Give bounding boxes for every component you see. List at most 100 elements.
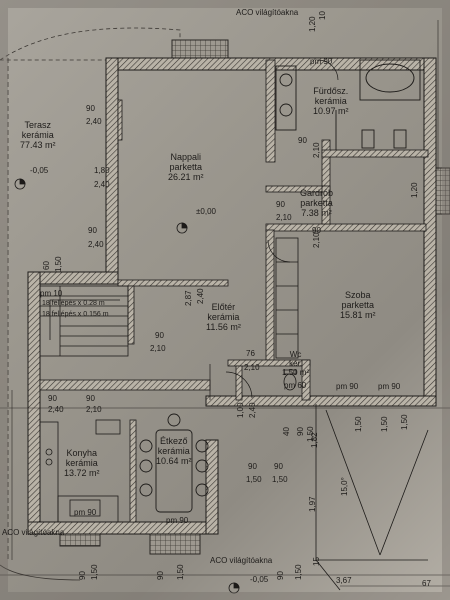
dim: 90 [298, 136, 307, 145]
dim: 60 [42, 261, 51, 270]
room-name: Fürdősz. [313, 86, 349, 96]
room-area: 13.72 m² [64, 468, 100, 478]
room-etkezo: Étkező kerámia 10.64 m² [156, 436, 192, 466]
dim: 90 [86, 394, 95, 403]
room-name: Gardrób [300, 188, 334, 198]
room-area: 1.50 m² [282, 368, 310, 377]
dim: 2,10 [86, 405, 102, 414]
room-name: Szoba [345, 290, 371, 300]
dim: pm 90 [166, 516, 189, 525]
level-center: ±0,00 [196, 207, 216, 216]
dim: pm 90 [336, 382, 359, 391]
room-area: 15.81 m² [340, 310, 376, 320]
aco-label-bottom: ACO világítóakna [210, 556, 273, 565]
dim: pm 10 [40, 289, 63, 298]
room-eloter: Előtér kerámia 11.56 m² [206, 302, 241, 332]
dim: 90 [78, 571, 87, 580]
dining-table [139, 413, 209, 513]
room-area: 77.43 m² [20, 140, 56, 150]
dim: 90 [86, 104, 95, 113]
dim: 1,50 [176, 564, 185, 580]
dim: 1,97 [308, 496, 317, 512]
dim: pm 90 [310, 57, 333, 66]
dim: 90 [276, 571, 285, 580]
dim: 90 [155, 331, 164, 340]
dim: 2,10 [312, 142, 321, 158]
dim: 90 [276, 200, 285, 209]
dim: 1,20 [308, 16, 317, 32]
level-bottom: -0,05 [250, 575, 269, 584]
dim: 2,40 [86, 117, 102, 126]
dim: 1,50 [354, 416, 363, 432]
dim: 2,10 [150, 344, 166, 353]
room-furdoszoba: Fürdősz. kerámia 10.97 m² [313, 86, 349, 116]
room-name: Nappali [170, 152, 202, 162]
dim: 90 [248, 462, 257, 471]
room-floor: parketta [300, 198, 333, 208]
dim: 2,40 [94, 180, 110, 189]
wc-fixtures [283, 369, 297, 391]
dim: 1,50 [400, 414, 409, 430]
dim: 1,00 [236, 402, 245, 418]
stairs-label-2: 18 fellépés x 0.156 m [42, 311, 109, 318]
dimension-lines [0, 20, 450, 587]
dim: 2,40 [88, 240, 104, 249]
dim: pm 60 [284, 381, 307, 390]
dim: 2,10 [312, 232, 321, 248]
bathroom-fixtures [275, 59, 421, 150]
staircase [39, 285, 129, 357]
dim: 90 [88, 226, 97, 235]
room-nappali: Nappali parketta 26.21 m² [168, 152, 204, 182]
dim: 76 [246, 349, 255, 358]
room-area: 10.97 m² [313, 106, 349, 116]
room-szoba: Szoba parketta 15.81 m² [340, 290, 376, 320]
dim: 90 [48, 394, 57, 403]
room-floor: kerámia [207, 312, 240, 322]
room-floor: kerámia [21, 130, 54, 140]
dim: 1,50 [90, 564, 99, 580]
room-floor: kerámia [157, 446, 190, 456]
dim: 2,40 [248, 402, 257, 418]
dim: 1,50 [380, 416, 389, 432]
room-floor: kerámia [314, 96, 347, 106]
room-gardrob: Gardrób parketta 7.38 m² [300, 188, 333, 218]
inner-walls [39, 59, 429, 523]
dim: 90 [296, 427, 305, 436]
dim: 2,10 [244, 363, 260, 372]
dim: 40 [282, 427, 291, 436]
room-name: Étkező [160, 436, 188, 446]
slope-label: 15,0° [340, 477, 349, 496]
dim: 1,80 [94, 166, 110, 175]
room-name: Terasz [24, 120, 52, 130]
dim: 1,50 [272, 475, 288, 484]
room-floor: parketta [169, 162, 203, 172]
room-wc: Wc ker. 1.50 m² [282, 350, 309, 377]
aco-label-left: ACO világítóakna [2, 528, 65, 537]
dim: 1,20 [410, 182, 419, 198]
closets [275, 237, 299, 359]
dim: 15 [312, 557, 321, 566]
room-name: Wc [289, 350, 302, 359]
terrace-outline [0, 27, 181, 61]
stairs-label-1: 18 fellépés x 0.28 m [42, 300, 105, 307]
room-terasz: Terasz kerámia 77.43 m² [20, 120, 56, 150]
room-name: Előtér [211, 302, 236, 312]
kitchen-counters [39, 419, 121, 523]
door-swings [209, 59, 339, 400]
dim: 2,87 [184, 290, 193, 306]
level-marks [14, 178, 240, 594]
dim: 3,67 [336, 576, 352, 585]
room-area: 26.21 m² [168, 172, 204, 182]
exterior-ramp [315, 404, 429, 591]
dim: 1,50 [54, 256, 63, 272]
light-well-top [171, 39, 229, 61]
room-konyha: Konyha kerámia 13.72 m² [64, 448, 100, 478]
room-floor: kerámia [65, 458, 98, 468]
dim: 1,50 [246, 475, 262, 484]
dim: 90 [274, 462, 283, 471]
dim: pm 90 [74, 508, 97, 517]
dim: 90 [312, 226, 321, 235]
room-area: 10.64 m² [156, 456, 192, 466]
